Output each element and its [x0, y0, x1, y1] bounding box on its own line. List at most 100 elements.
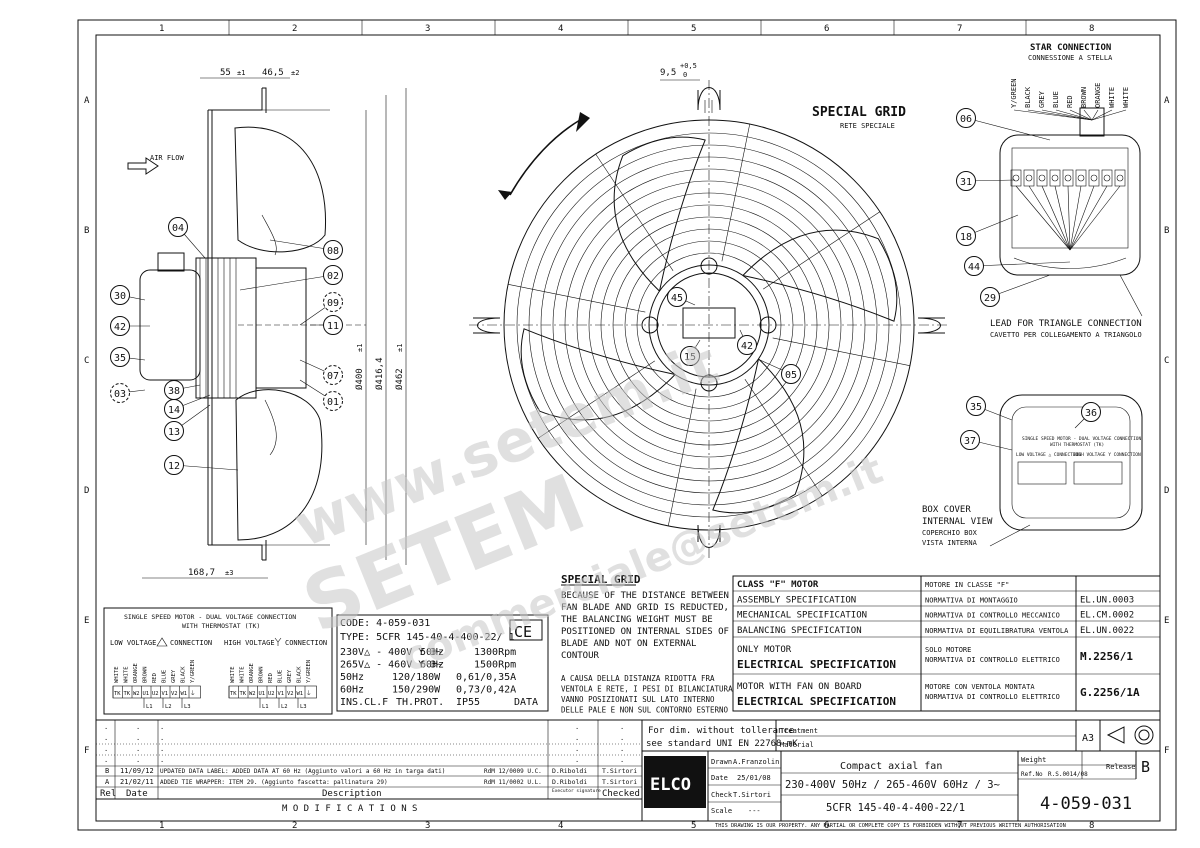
wiring-low-term-4: U2 — [152, 691, 159, 697]
grid-note-en-3: POSITIONED ON INTERNAL SIDES OF — [561, 627, 729, 637]
wire-white: WHITE — [1122, 87, 1130, 108]
wire-blue: BLUE — [1052, 91, 1060, 108]
wiring-low-term-2: W2 — [133, 691, 140, 697]
balloon-38: 38 — [164, 380, 201, 400]
balloon-label: 02 — [327, 271, 339, 282]
balloon-label: 31 — [960, 177, 972, 188]
wiring-low-color-5: BLUE — [162, 670, 168, 683]
svg-text:.: . — [104, 723, 108, 731]
grid-note-en-5: CONTOUR — [561, 651, 600, 661]
spec-it-2: NORMATIVA DI CONTROLLO MECCANICO — [925, 612, 1060, 620]
elec-spec-2: ELECTRICAL SPECIFICATION — [737, 695, 896, 708]
elco-logo — [644, 756, 706, 808]
balloon-label: 06 — [960, 114, 972, 125]
box-cover-outline — [999, 394, 1143, 531]
blade-upper — [234, 126, 327, 253]
front-dim-tol-dn: 0 — [683, 71, 687, 79]
balloon-36: 36 — [1074, 402, 1101, 429]
wiring-high-line-L2: L2 — [281, 704, 288, 710]
side-view: AIR FLOW 55 ±1 46,5 ±2 Ø400±1 Ø416,4 Ø46… — [110, 68, 407, 579]
row-marker-B: B — [84, 226, 89, 236]
label-row-2-col-0: 50Hz — [340, 672, 364, 683]
row-marker-A: A — [84, 96, 90, 106]
data-label-box: CODE: 4-059-031 TYPE: 5CFR 145-40-4-400-… — [336, 614, 549, 712]
balloon-label: 03 — [114, 389, 126, 400]
fan-blade-2 — [520, 328, 676, 421]
col-marker-3: 3 — [425, 24, 430, 34]
spec-it-0: MOTORE IN CLASSE "F" — [925, 581, 1009, 589]
wiring-high-color-8: Y/GREEN — [306, 660, 312, 683]
label-row-3-col-0: 60Hz — [340, 685, 364, 696]
col-marker-8: 8 — [1089, 24, 1094, 34]
balloon-30: 30 — [110, 285, 146, 305]
wiring-high-line-L3: L3 — [300, 704, 307, 710]
svg-text:.: . — [104, 756, 108, 764]
box-cover-label2: INTERNAL VIEW — [922, 517, 993, 527]
hdr-date: Date — [126, 789, 148, 799]
motore-ventola: MOTORE CON VENTOLA MONTATA — [925, 683, 1035, 691]
material-label: Material — [780, 741, 814, 749]
hub-label-plate — [682, 307, 736, 339]
solo-motore: SOLO MOTORE — [925, 646, 971, 654]
wiring-high-line-L1: L1 — [262, 704, 269, 710]
balloon-35: 35 — [110, 347, 146, 367]
col-marker-bottom-7: 7 — [957, 821, 962, 831]
date-value: 25/01/08 — [737, 774, 771, 782]
rev-b-desc: UPDATED DATA LABEL: ADDED DATA AT 60 Hz … — [160, 768, 445, 775]
col-marker-6: 6 — [824, 24, 829, 34]
date-label: Date — [711, 774, 728, 782]
wiring-low-line-L3: L3 — [184, 704, 191, 710]
spec-en-0: CLASS "F" MOTOR — [737, 580, 819, 590]
balloon-18: 18 — [956, 214, 1019, 246]
wiring-low-color-6: GREY — [171, 669, 177, 683]
wire-brown: BROWN — [1080, 87, 1088, 108]
front-dim-tol-up: +0,5 — [680, 62, 697, 70]
hdr-rel: Rel — [100, 789, 116, 799]
grid-note-it-0: A CAUSA DELLA DISTANZA RIDOTTA FRA — [561, 674, 715, 683]
m-code: M.2256/1 — [1080, 650, 1133, 663]
title-block: Rel Date Description Executor signature … — [95, 719, 1161, 829]
col-marker-bottom-8: 8 — [1089, 821, 1094, 831]
wiring-high-term-7: W1 — [297, 691, 304, 697]
balloon-label: 38 — [168, 386, 180, 397]
norm-elec-1: NORMATIVA DI CONTROLLO ELETTRICO — [925, 656, 1060, 664]
balloon-06: 06 — [956, 108, 1051, 141]
wiring-high-term-2: W2 — [249, 691, 256, 697]
label-row-3-col-2: 0,73/0,42A — [456, 685, 516, 696]
weight-label: Weight — [1021, 756, 1046, 764]
balloon-09: 09 — [299, 292, 343, 326]
col-marker-bottom-4: 4 — [558, 821, 563, 831]
wiring-low-line-L1: L1 — [146, 704, 153, 710]
rev-b-check: T.Sirtori — [602, 767, 637, 775]
col-marker-bottom-5: 5 — [691, 821, 696, 831]
balloon-13: 13 — [164, 404, 211, 441]
balloon-31: 31 — [956, 171, 1016, 191]
row-marker-right-F: F — [1164, 746, 1169, 756]
elec-spec-1: ELECTRICAL SPECIFICATION — [737, 658, 896, 671]
air-flow-label: AIR FLOW — [150, 154, 185, 162]
svg-text:.: . — [136, 723, 140, 731]
rev-a-check: T.Sirtori — [602, 778, 637, 786]
blade-lower — [235, 389, 323, 541]
svg-text:.: . — [136, 734, 140, 742]
wiring-low-term-7: W1 — [181, 691, 188, 697]
terminal-box-side — [139, 269, 201, 381]
special-grid-title: SPECIAL GRID — [812, 105, 906, 120]
rev-b-rel: B — [105, 767, 109, 775]
balloon-37: 37 — [960, 430, 1013, 451]
norm-elec-2: NORMATIVA DI CONTROLLO ELETTRICO — [925, 693, 1060, 701]
row-marker-right-E: E — [1164, 616, 1169, 626]
dim-168-tol: ±3 — [225, 569, 233, 577]
wiring-low-color-2: ORANGE — [133, 663, 139, 683]
balloon-05: 05 — [759, 359, 801, 384]
release-label: Release — [1106, 763, 1136, 771]
wire-black: BLACK — [1024, 86, 1032, 108]
hub-outer — [648, 264, 770, 386]
rev-b-date: 11/09/12 — [120, 767, 154, 775]
grid-note-it-1: VENTOLA E RETE, I PESI DI BILANCIATURA — [561, 685, 733, 694]
wiring-high-color-1: WHITE — [240, 666, 246, 683]
wiring-low-term-8: ⏚ — [190, 690, 196, 697]
balloon-44: 44 — [964, 256, 1071, 276]
balloon-29: 29 — [980, 274, 1051, 307]
